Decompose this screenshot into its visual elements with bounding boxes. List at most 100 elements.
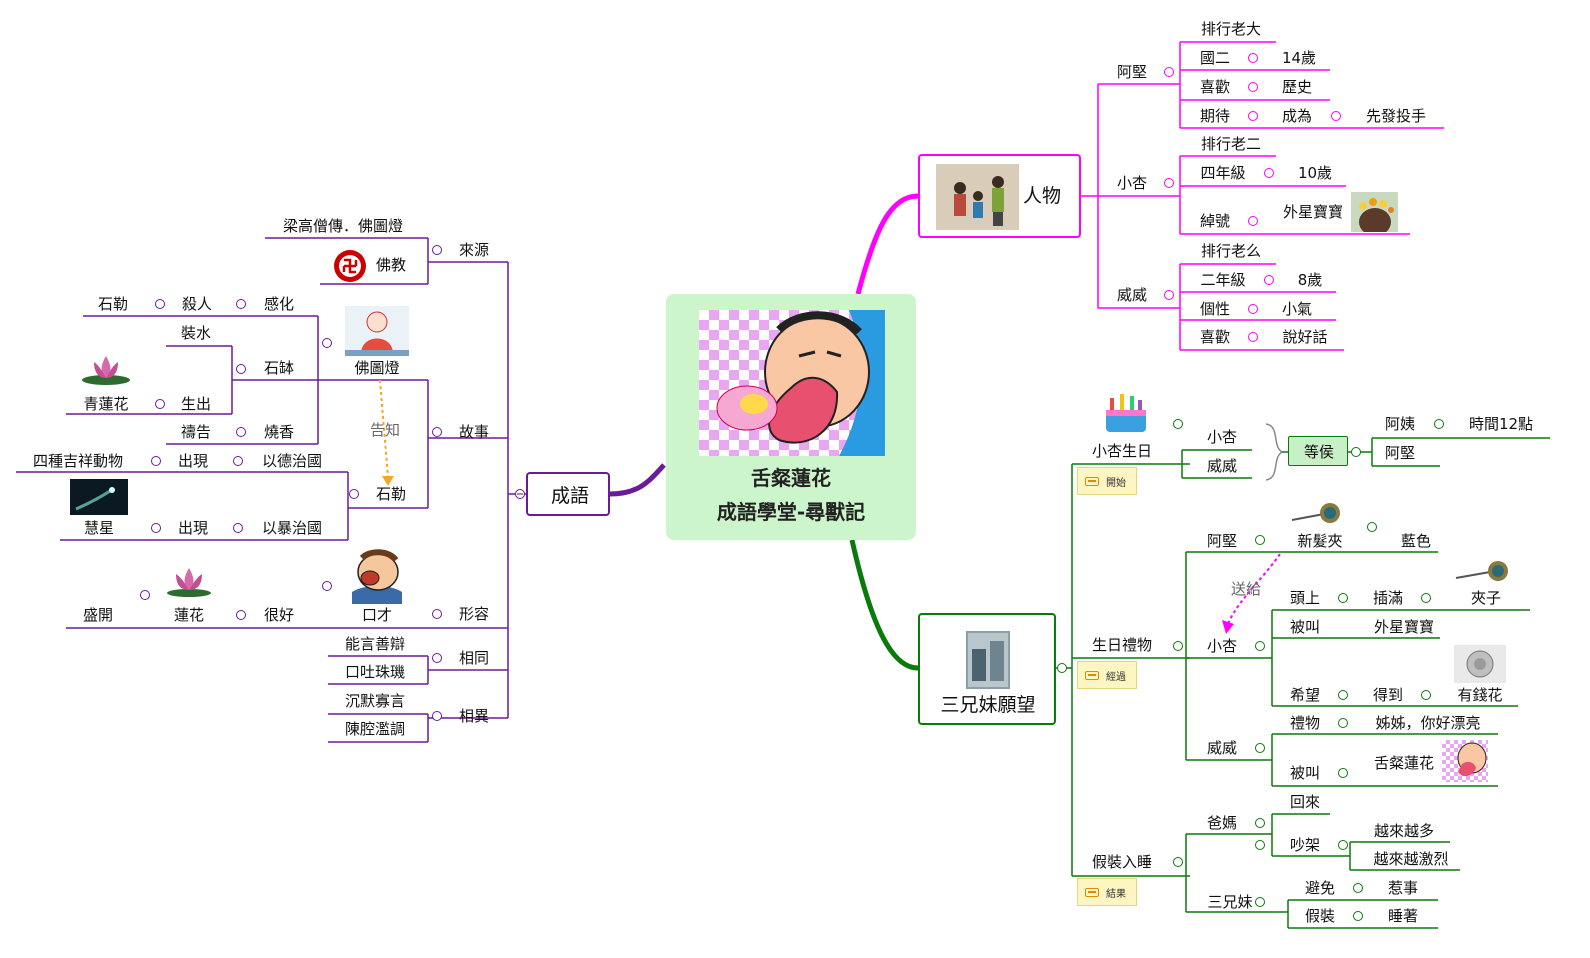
node-called2[interactable]: 被叫: [1289, 764, 1321, 782]
node-blue[interactable]: 藍色: [1400, 532, 1432, 550]
node-alien[interactable]: 外星寶寶: [1373, 618, 1435, 636]
node-weiwei-grade[interactable]: 二年級: [1200, 271, 1246, 289]
node-stone-bowl[interactable]: 石缽: [263, 359, 295, 377]
node-same[interactable]: 相同: [458, 649, 490, 667]
node-full[interactable]: 插滿: [1372, 589, 1404, 607]
node-incense[interactable]: 燒香: [263, 423, 295, 441]
node-weiwei-age[interactable]: 8歲: [1297, 271, 1323, 289]
node-quarrel[interactable]: 吵架: [1289, 836, 1321, 854]
node-source[interactable]: 來源: [458, 241, 490, 259]
node-same-2[interactable]: 口吐珠璣: [344, 663, 406, 681]
node-buddhism[interactable]: 佛教: [375, 256, 407, 274]
node-diff-1[interactable]: 沉默寡言: [344, 692, 406, 710]
topic-wishes[interactable]: 三兄妹願望: [918, 613, 1056, 725]
node-get[interactable]: 得到: [1372, 686, 1404, 704]
node-weiwei-like[interactable]: 喜歡: [1199, 328, 1231, 346]
node-hope[interactable]: 希望: [1289, 686, 1321, 704]
node-xiaoxing-grade[interactable]: 四年級: [1200, 164, 1246, 182]
node-gift-weiwei[interactable]: 威威: [1206, 739, 1238, 757]
node-avoid[interactable]: 避免: [1304, 879, 1336, 897]
node-parents[interactable]: 爸媽: [1206, 814, 1238, 832]
node-grow[interactable]: 生出: [180, 395, 212, 413]
node-bloom[interactable]: 盛開: [82, 606, 114, 624]
node-same-1[interactable]: 能言善辯: [344, 635, 406, 653]
node-wait-ajian[interactable]: 阿堅: [1384, 444, 1416, 462]
node-story[interactable]: 故事: [458, 423, 490, 441]
node-blue-lotus[interactable]: 青蓮花: [83, 395, 129, 413]
node-xiaoxing[interactable]: 小杏: [1116, 174, 1148, 192]
node-shile-2[interactable]: 石勒: [375, 485, 407, 503]
node-kill[interactable]: 殺人: [181, 295, 213, 313]
node-comet[interactable]: 慧星: [83, 519, 115, 537]
node-tongue-flower[interactable]: 舌粲蓮花: [1373, 754, 1435, 772]
note-start[interactable]: 開始: [1077, 467, 1137, 495]
node-describe[interactable]: 形容: [458, 605, 490, 623]
note-start-label: 開始: [1106, 478, 1126, 489]
node-weiwei-trait-value[interactable]: 小氣: [1281, 300, 1313, 318]
node-xiaoxing-nick[interactable]: 綽號: [1199, 212, 1231, 230]
topic-characters[interactable]: 人物: [918, 154, 1081, 238]
node-head[interactable]: 頭上: [1289, 589, 1321, 607]
node-intense[interactable]: 越來越激烈: [1373, 850, 1449, 868]
node-siblings[interactable]: 三兄妹: [1207, 893, 1253, 911]
node-pray[interactable]: 禱告: [180, 423, 212, 441]
node-back[interactable]: 回來: [1289, 793, 1321, 811]
node-ajian-hope[interactable]: 期待: [1199, 107, 1231, 125]
node-weiwei-like-value[interactable]: 說好話: [1282, 328, 1328, 346]
brace: [1265, 423, 1284, 481]
node-more[interactable]: 越來越多: [1373, 822, 1435, 840]
node-pretend[interactable]: 假裝: [1304, 907, 1336, 925]
node-aunt[interactable]: 阿姨: [1384, 415, 1416, 433]
node-called[interactable]: 被叫: [1289, 618, 1321, 636]
node-ajian-hope-value[interactable]: 成為: [1281, 107, 1313, 125]
node-ajian-grade[interactable]: 國二: [1199, 49, 1231, 67]
node-appear-1[interactable]: 出現: [177, 452, 209, 470]
node-sister-pretty[interactable]: 姊姊，你好漂亮: [1375, 714, 1481, 732]
node-weiwei-trait[interactable]: 個性: [1199, 300, 1231, 318]
node-ajian-like-value[interactable]: 歷史: [1281, 78, 1313, 96]
node-appear-2[interactable]: 出現: [177, 519, 209, 537]
node-monk[interactable]: 佛圖燈: [354, 359, 400, 377]
note-process[interactable]: 經過: [1077, 661, 1137, 689]
node-weiwei-rank[interactable]: 排行老么: [1200, 242, 1262, 260]
node-time[interactable]: 時間12點: [1468, 415, 1534, 433]
node-weiwei[interactable]: 威威: [1116, 286, 1148, 304]
topic-idioms[interactable]: 成語: [526, 472, 610, 516]
node-virtue[interactable]: 以德治國: [261, 452, 323, 470]
node-clips[interactable]: 夾子: [1470, 589, 1502, 607]
node-xiaoxing-rank[interactable]: 排行老二: [1200, 135, 1262, 153]
node-ajian[interactable]: 阿堅: [1116, 63, 1148, 81]
node-gift2[interactable]: 禮物: [1289, 714, 1321, 732]
node-gift-ajian[interactable]: 阿堅: [1206, 532, 1238, 550]
node-shile-1[interactable]: 石勒: [97, 295, 129, 313]
node-money-flower[interactable]: 有錢花: [1457, 686, 1503, 704]
node-eloquence[interactable]: 口才: [361, 606, 393, 624]
node-gift-xiaoxing[interactable]: 小杏: [1206, 637, 1238, 655]
node-birthday[interactable]: 小杏生日: [1091, 442, 1153, 460]
node-ajian-pitcher[interactable]: 先發投手: [1365, 107, 1427, 125]
node-ajian-like[interactable]: 喜歡: [1199, 78, 1231, 96]
node-xiaoxing-nick-value[interactable]: 外星寶寶: [1282, 203, 1344, 221]
node-ajian-age[interactable]: 14歲: [1281, 49, 1317, 67]
node-diff[interactable]: 相異: [458, 707, 490, 725]
node-ajian-rank[interactable]: 排行老大: [1200, 20, 1262, 38]
node-birthday-weiwei[interactable]: 威威: [1206, 457, 1238, 475]
node-four-animals[interactable]: 四種吉祥動物: [32, 452, 124, 470]
node-new-hairpin[interactable]: 新髮夾: [1297, 532, 1343, 550]
note-result[interactable]: 結果: [1077, 878, 1137, 906]
node-wait[interactable]: 等侯: [1288, 436, 1348, 466]
node-tyranny[interactable]: 以暴治國: [261, 519, 323, 537]
node-trouble[interactable]: 惹事: [1387, 879, 1419, 897]
node-birthday-xiaoxing[interactable]: 小杏: [1206, 428, 1238, 446]
node-good[interactable]: 很好: [263, 606, 295, 624]
node-gift[interactable]: 生日禮物: [1091, 636, 1153, 654]
node-asleep[interactable]: 睡著: [1387, 907, 1419, 925]
central-topic[interactable]: 舌粲蓮花 成語學堂-尋獸記: [666, 294, 916, 540]
node-xiaoxing-age[interactable]: 10歲: [1297, 164, 1333, 182]
node-lotus[interactable]: 蓮花: [173, 606, 205, 624]
node-transform[interactable]: 感化: [263, 295, 295, 313]
node-source-book[interactable]: 梁高僧傳．佛圖燈: [282, 217, 404, 235]
node-fill-water[interactable]: 裝水: [180, 324, 212, 342]
node-sleep[interactable]: 假裝入睡: [1091, 853, 1153, 871]
node-diff-2[interactable]: 陳腔濫調: [344, 720, 406, 738]
